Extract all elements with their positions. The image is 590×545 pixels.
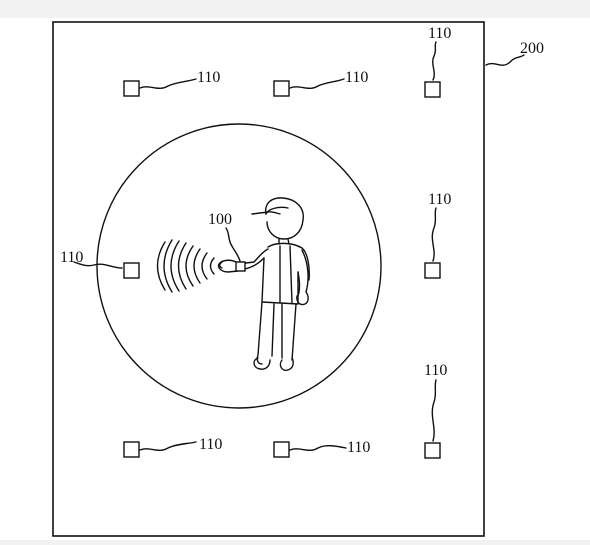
sensor-label: 110 (60, 249, 83, 266)
device-leader-line (225, 227, 241, 262)
person-figure (217, 197, 310, 372)
sensor-leader-line (289, 78, 345, 89)
sensor-leader-line (139, 78, 197, 89)
sensor-label: 110 (428, 191, 451, 208)
sensor-node (273, 441, 290, 458)
sensor-label: 110 (424, 362, 447, 379)
sensor-leader-line (289, 445, 347, 451)
sensor-label: 110 (197, 69, 220, 86)
sensor-node (123, 80, 140, 97)
sensor-leader-line (431, 207, 437, 262)
sensor-node (123, 262, 140, 279)
sensor-leader-line (432, 41, 437, 81)
room-label: 200 (520, 40, 544, 57)
sensor-leader-line (73, 261, 123, 269)
sensor-leader-line (431, 379, 437, 442)
drawing-panel (0, 18, 590, 540)
sensor-label: 110 (428, 25, 451, 42)
sensor-label: 110 (345, 69, 368, 86)
room-leader-line (485, 54, 525, 66)
sensor-label: 110 (199, 436, 222, 453)
wearable-device (235, 261, 246, 272)
sensor-leader-line (139, 441, 197, 451)
sensor-node (424, 262, 441, 279)
sensor-node (424, 81, 441, 98)
detection-range-circle (96, 123, 382, 409)
sensor-node (123, 441, 140, 458)
device-label: 100 (208, 211, 232, 228)
sensor-array: 110 110 110 110 110 110 110 110 (60, 25, 451, 459)
sensor-node (424, 442, 441, 459)
sensor-label: 110 (347, 439, 370, 456)
sensor-node (273, 80, 290, 97)
room-boundary (52, 21, 485, 537)
signal-wave-icon (156, 239, 215, 293)
